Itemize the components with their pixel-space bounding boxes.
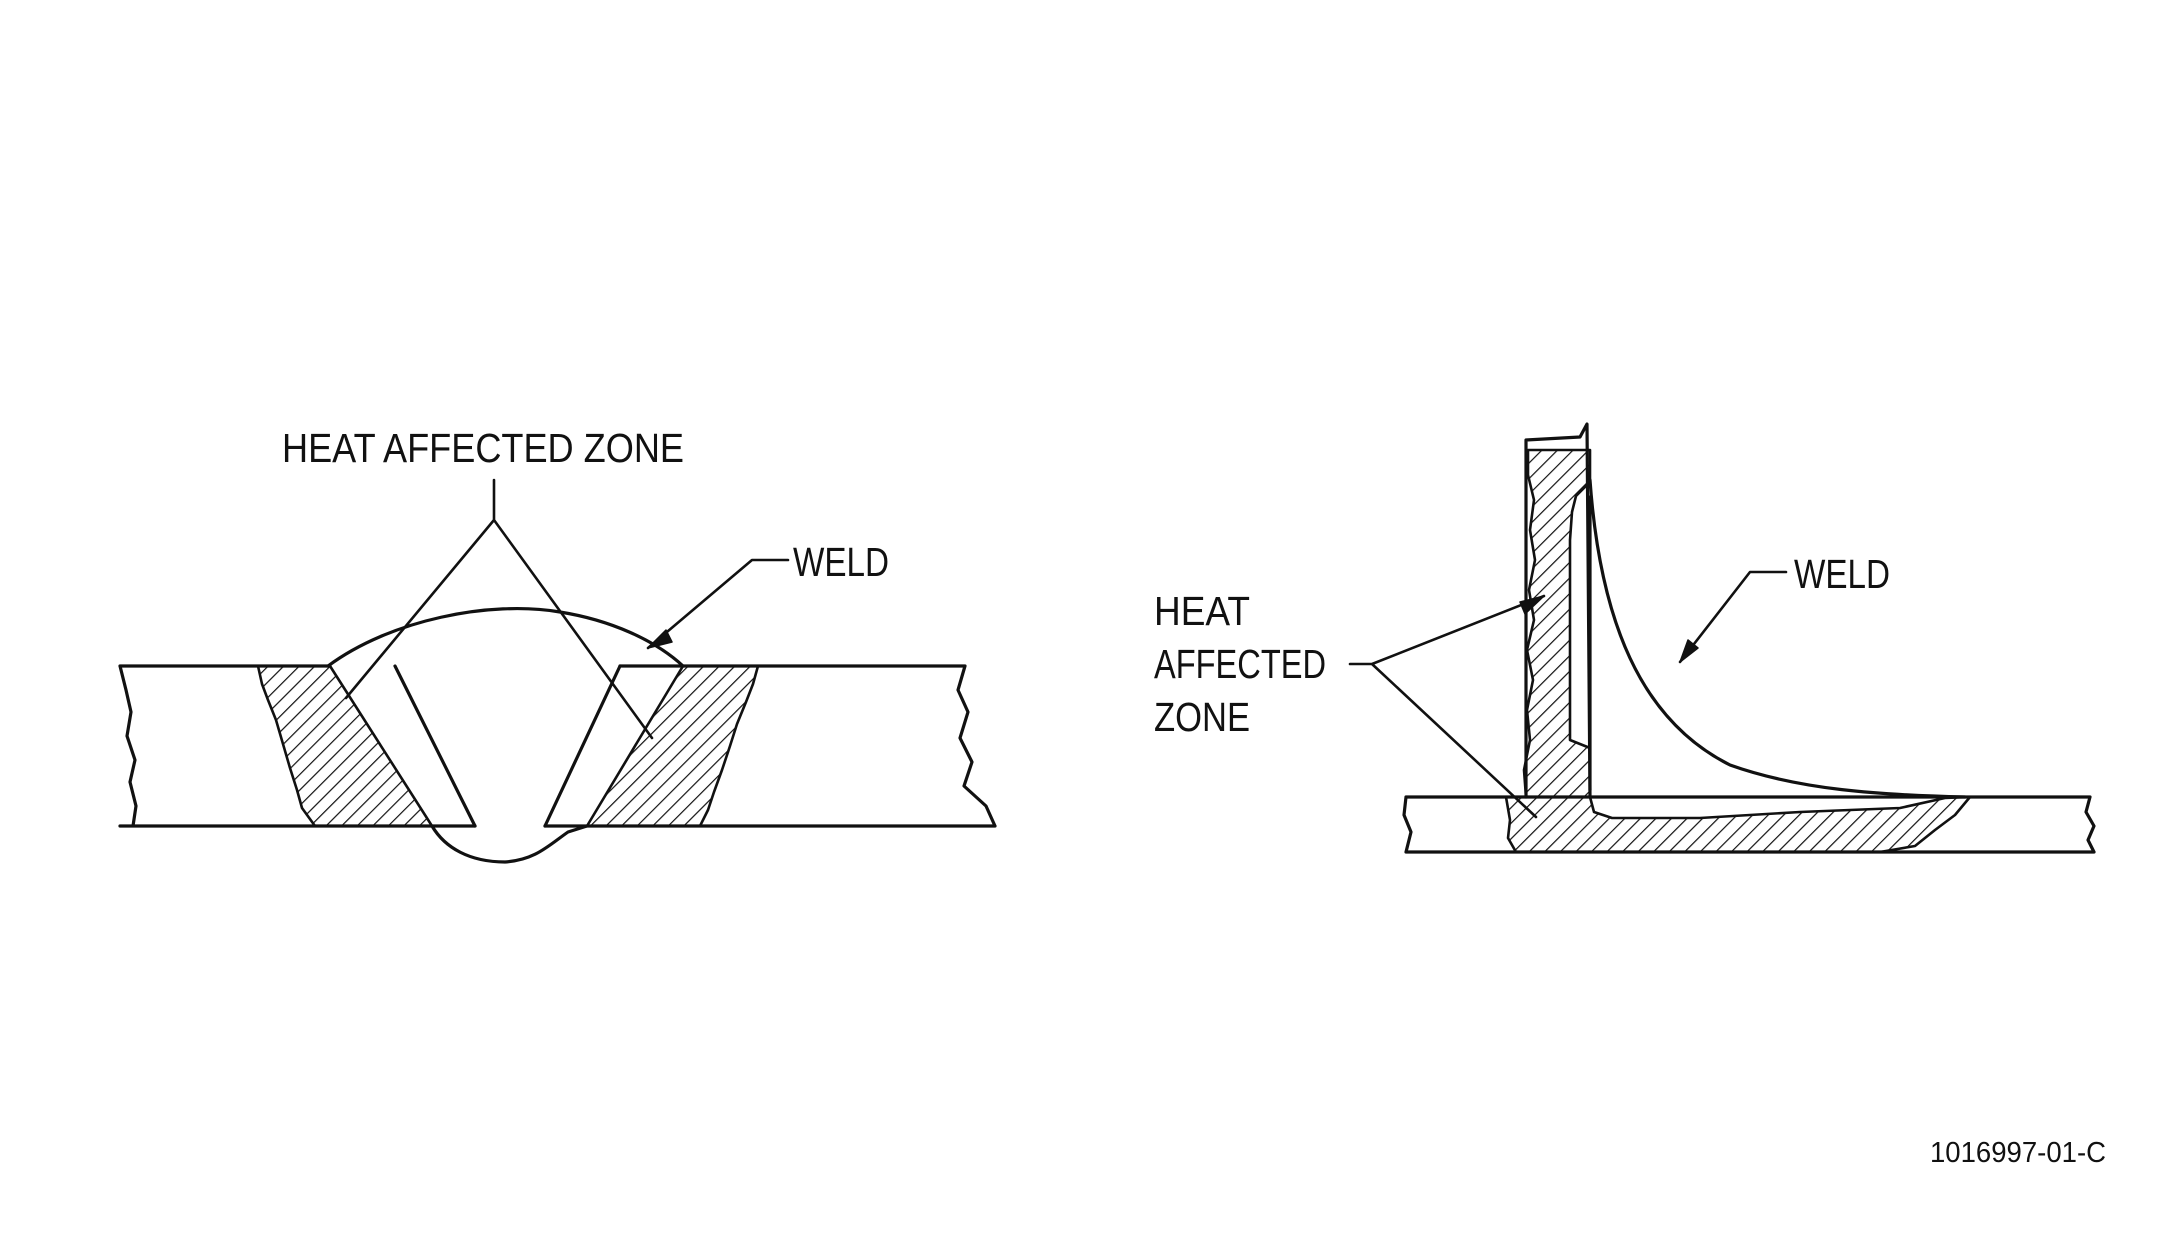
haz-leader <box>344 478 654 740</box>
haz-right-region <box>585 664 760 828</box>
right-plate <box>543 664 997 828</box>
right-weld-label: WELD <box>1794 551 1890 597</box>
weld-leader-right <box>1678 570 1788 664</box>
groove-weld-figure <box>118 478 997 864</box>
weld-leader-arrow <box>647 629 673 649</box>
fillet-weld-figure <box>1348 422 2096 854</box>
haz-left-region <box>256 664 434 828</box>
weld-leader <box>646 558 790 650</box>
haz-leader-right <box>1348 594 1546 819</box>
figure-id: 1016997-01-C <box>1930 1137 2106 1169</box>
vertical-plate <box>1524 422 1592 799</box>
fillet-weld-face <box>1588 478 1967 799</box>
weld-crown <box>326 606 685 668</box>
left-haz-label: HEAT AFFECTED ZONE <box>282 425 684 471</box>
haz-leader-arrow <box>1519 595 1545 615</box>
right-haz-label-line-1: HEAT <box>1154 588 1250 634</box>
haz-vertical-region <box>1522 448 1592 799</box>
weld-root <box>430 824 589 864</box>
right-haz-label-line-2: AFFECTED <box>1154 641 1326 687</box>
weld-leader-right-arrow <box>1679 639 1699 663</box>
horizontal-plate <box>1402 795 2096 854</box>
right-bevel-edge <box>543 664 622 828</box>
left-bevel-edge <box>393 664 477 828</box>
haz-horizontal-region <box>1504 795 1972 854</box>
right-haz-label-line-3: ZONE <box>1154 694 1250 740</box>
left-plate <box>118 664 477 828</box>
left-weld-label: WELD <box>793 539 889 585</box>
